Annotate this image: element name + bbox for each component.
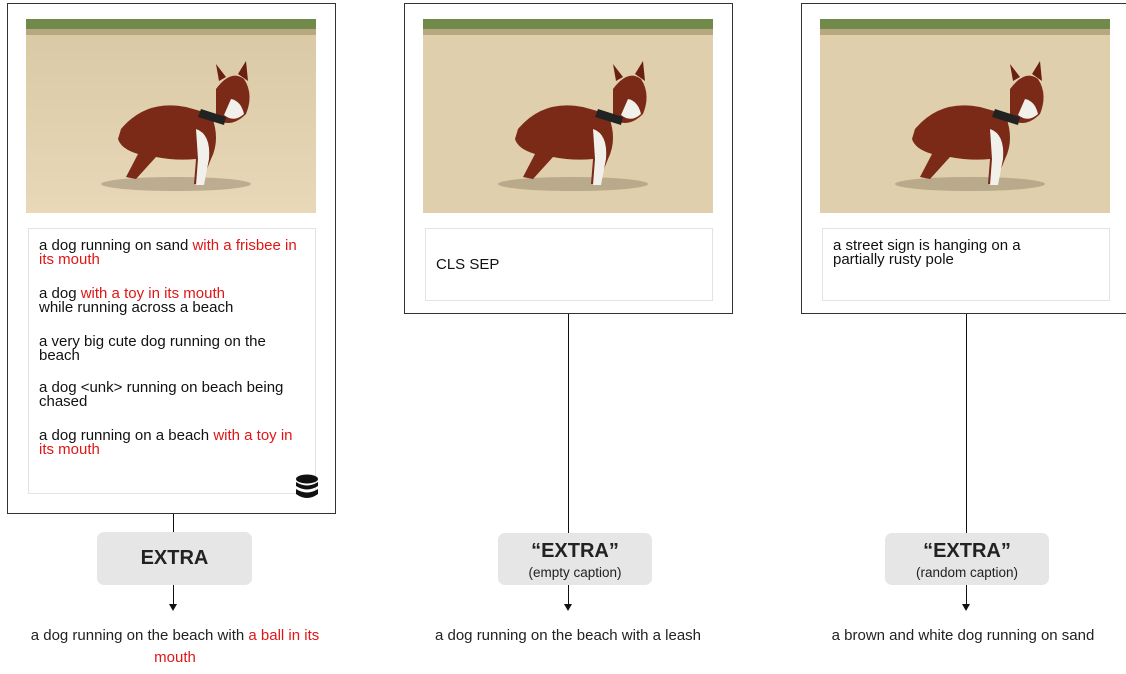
generated-caption: a dog running on the beach with a leash — [434, 627, 702, 644]
retrieval-panel: a dog running on sand with a frisbee in … — [7, 3, 336, 514]
connector-line — [966, 585, 967, 605]
connector-line — [568, 585, 569, 605]
extra-model-box: “EXTRA” (empty caption) — [498, 533, 652, 585]
connector-line — [173, 514, 174, 532]
caption-box: CLS SEP — [425, 228, 713, 301]
extra-model-box: EXTRA — [97, 532, 252, 585]
caption-item: a dog running on a beach with a toy in i… — [39, 427, 293, 458]
database-icon — [296, 474, 318, 498]
empty-caption-panel: CLS SEP — [404, 3, 733, 314]
caption-item: CLS SEP — [436, 256, 500, 273]
extra-model-box: “EXTRA” (random caption) — [885, 533, 1049, 585]
arrow-head — [962, 604, 970, 611]
generated-caption: a brown and white dog running on sand — [831, 627, 1095, 644]
caption-item: a street sign is hanging on a partially … — [833, 237, 1021, 268]
arrow-head — [564, 604, 572, 611]
retrieved-captions-box: a dog running on sand with a frisbee in … — [28, 228, 318, 498]
arrow-head — [169, 604, 177, 611]
caption-box: a street sign is hanging on a partially … — [822, 228, 1110, 301]
connector-line — [966, 314, 967, 533]
dog-photo — [26, 19, 316, 213]
caption-item: a dog running on sand with a frisbee in … — [39, 237, 297, 268]
random-caption-panel: a street sign is hanging on a partially … — [801, 3, 1126, 314]
caption-item: a dog <unk> running on beach being chase… — [39, 379, 284, 410]
dog-photo — [820, 19, 1110, 213]
dog-photo — [423, 19, 713, 213]
connector-line — [568, 314, 569, 533]
generated-caption: a dog running on the beach with a ball i… — [30, 627, 320, 666]
connector-line — [173, 585, 174, 605]
caption-item: a very big cute dog running on the beach — [39, 333, 266, 364]
